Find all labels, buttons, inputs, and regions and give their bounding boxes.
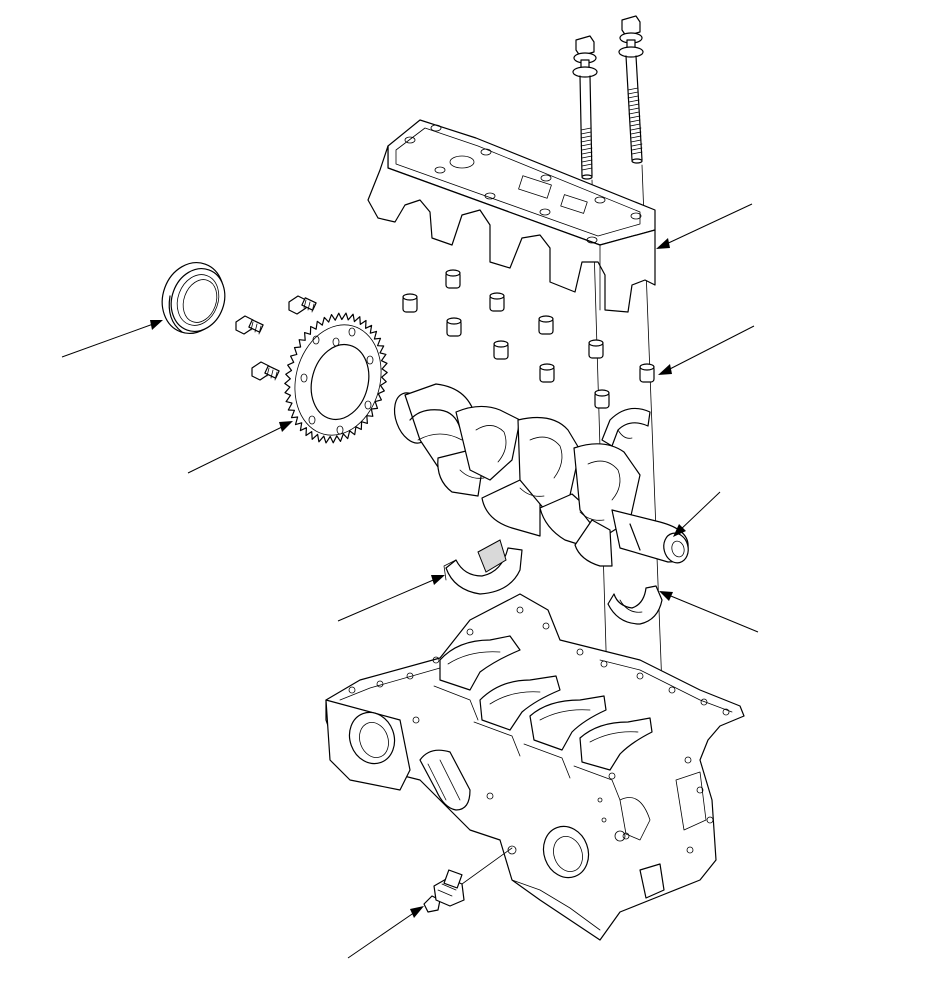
bearing-cap-bridge	[367, 119, 656, 313]
callout-crankshaft	[673, 491, 721, 537]
cylinder-block	[325, 593, 745, 941]
pulse-plate-bolts	[235, 295, 317, 381]
dowel-pin	[446, 317, 462, 337]
dowel-pin	[493, 340, 509, 360]
dowel-pin	[639, 363, 655, 383]
dowel-pin	[538, 315, 554, 335]
callout-oil-seal	[61, 320, 163, 358]
dowel-pin	[402, 293, 418, 313]
callout-thrust-washer	[337, 575, 445, 622]
knock-sensor	[423, 869, 465, 913]
dowel-pin	[588, 339, 604, 359]
lower-main-bearing	[607, 585, 663, 625]
dowel-pin	[489, 292, 505, 312]
callout-bearing-cap-bridge	[656, 203, 753, 249]
dowel-pin	[445, 269, 461, 289]
bearing-cap-bolt-right	[618, 15, 644, 164]
lower-thrust-washer-left	[443, 539, 523, 595]
callout-knock-sensor	[347, 906, 424, 959]
bolt	[235, 315, 264, 335]
dowel-pins	[402, 269, 655, 409]
crankshaft-pulse-plate	[284, 312, 388, 444]
bolt	[251, 361, 280, 381]
bolt	[288, 295, 317, 315]
knock-sensor-mount-line	[461, 847, 513, 885]
crankshaft	[393, 383, 689, 567]
dowel-pin	[594, 389, 610, 409]
callout-leaders	[61, 203, 759, 959]
callout-dowel-pin	[658, 325, 755, 375]
bearing-cap-bolt-left	[572, 35, 598, 180]
callout-pulse-plate	[187, 421, 293, 474]
callout-main-bearing	[659, 591, 759, 633]
crankshaft-oil-seal	[161, 262, 226, 334]
dowel-pin	[539, 363, 555, 383]
upper-main-bearing	[601, 407, 651, 447]
